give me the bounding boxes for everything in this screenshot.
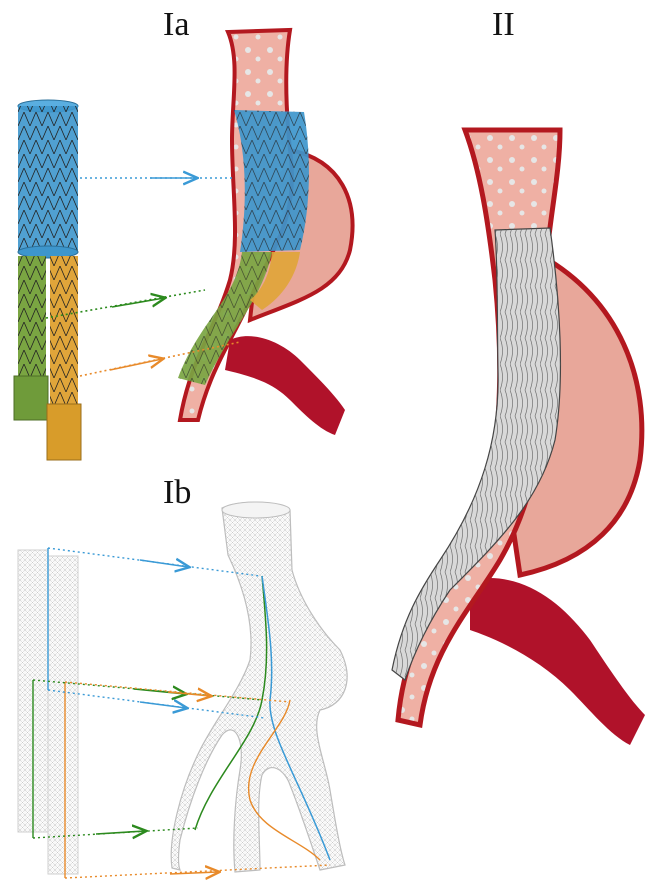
ia-stent-components bbox=[14, 100, 81, 460]
ib-stent-mesh-components bbox=[18, 548, 78, 878]
ib-right-stent-mesh bbox=[48, 556, 78, 874]
ia-main-body-stent bbox=[18, 100, 78, 258]
ia-right-leg-stent bbox=[47, 256, 81, 460]
ib-arrow-right-bottom bbox=[65, 865, 330, 878]
ii-iliac-artery bbox=[470, 578, 645, 745]
ia-vessel-model bbox=[178, 30, 353, 435]
ib-vessel-mesh bbox=[171, 502, 347, 872]
ia-left-leg-stent bbox=[14, 256, 48, 420]
ii-vessel-model bbox=[392, 130, 645, 745]
ia-iliac-artery bbox=[225, 336, 345, 435]
